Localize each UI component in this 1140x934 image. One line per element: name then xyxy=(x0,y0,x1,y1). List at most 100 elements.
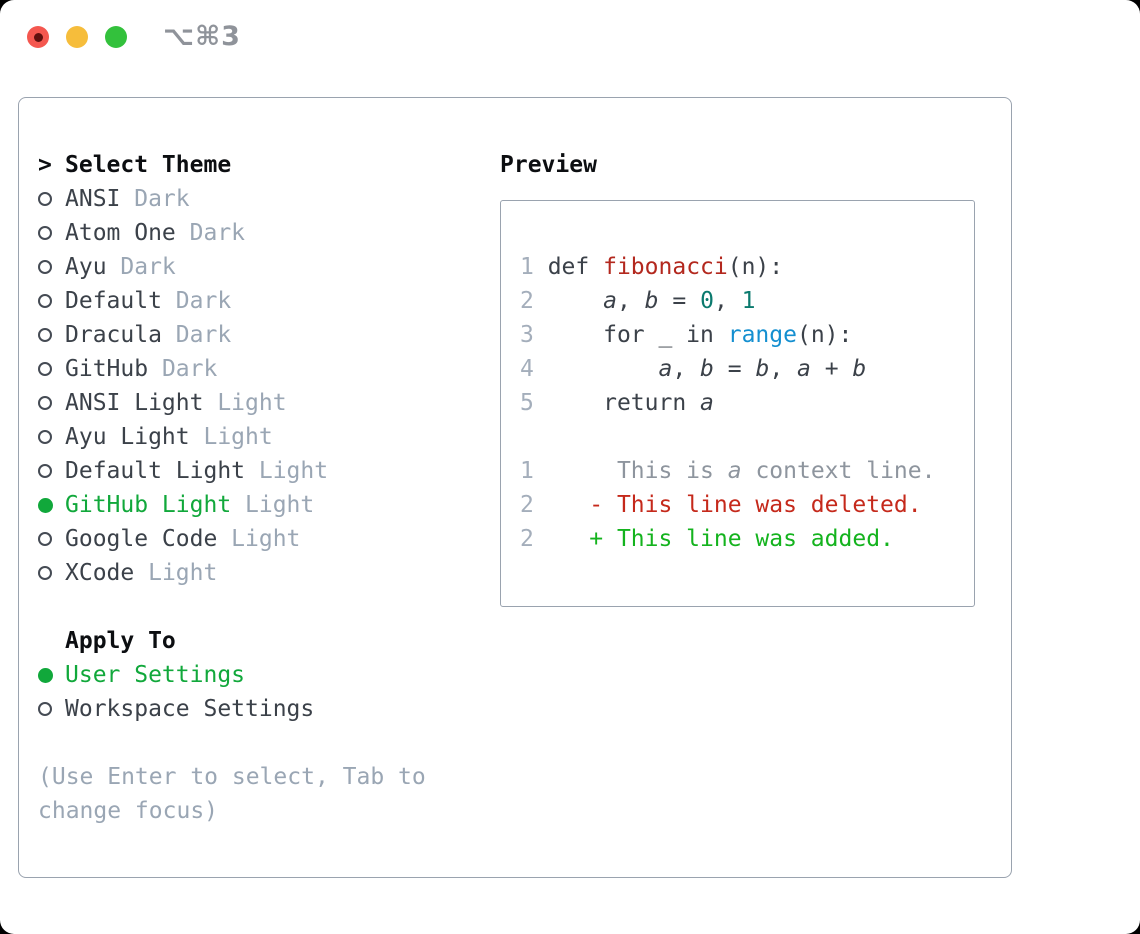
code-segment-code: + xyxy=(810,356,853,382)
line-number: 5 xyxy=(520,390,534,416)
radio-unselected-icon xyxy=(38,328,65,342)
select-theme-header: >Select Theme xyxy=(38,148,426,182)
ring-icon xyxy=(38,294,52,308)
minimize-button[interactable] xyxy=(66,26,88,48)
theme-name: GitHub Light xyxy=(65,492,232,518)
code-segment-var: a xyxy=(700,390,714,416)
theme-variant-badge: Light xyxy=(231,526,301,552)
theme-variant-badge: Light xyxy=(148,560,218,586)
code-segment-ctxi: a xyxy=(727,458,742,484)
line-number: 2 xyxy=(520,288,534,314)
theme-option[interactable]: XCode Light xyxy=(38,556,426,590)
close-button-dot-icon xyxy=(33,32,43,42)
code-segment-code: , xyxy=(616,288,645,314)
apply-option[interactable]: Workspace Settings xyxy=(38,692,426,726)
code-line xyxy=(520,420,974,454)
code-line: 2 - This line was deleted. xyxy=(520,488,974,522)
help-line: (Use Enter to select, Tab to xyxy=(38,764,426,790)
theme-name: Atom One xyxy=(65,220,176,246)
code-line: 1 def fibonacci(n): xyxy=(520,250,974,284)
code-segment-var: a xyxy=(603,288,617,314)
ring-icon xyxy=(38,362,52,376)
code-segment-code: = xyxy=(658,288,701,314)
theme-variant-badge: Light xyxy=(245,492,315,518)
ring-icon xyxy=(38,328,52,342)
apply-to-title: Apply To xyxy=(65,628,176,654)
code-line: 4 a, b = b, a + b xyxy=(520,352,974,386)
ring-icon xyxy=(38,566,52,580)
theme-name: Default xyxy=(65,288,162,314)
ring-icon xyxy=(38,430,52,444)
preview-column: Preview 1 def fibonacci(n):2 a, b = 0, 1… xyxy=(500,148,975,607)
code-segment-call: range xyxy=(727,322,797,348)
spacer xyxy=(38,590,426,624)
line-number: 4 xyxy=(520,356,534,382)
theme-option[interactable]: Default Light Light xyxy=(38,454,426,488)
code-segment-code xyxy=(534,356,659,382)
theme-variant-badge: Light xyxy=(217,390,287,416)
ring-icon xyxy=(38,702,52,716)
radio-unselected-icon xyxy=(38,260,65,274)
code-segment-code: (n): xyxy=(796,322,853,348)
code-segment-var: a xyxy=(658,356,673,382)
theme-name: GitHub xyxy=(65,356,149,382)
close-button[interactable] xyxy=(27,26,49,48)
code-segment-code: return xyxy=(533,390,701,416)
preview-header: Preview xyxy=(500,148,975,182)
code-segment-code: , xyxy=(713,288,742,314)
code-segment-del: - This line was deleted. xyxy=(533,492,922,518)
theme-name: XCode xyxy=(65,560,135,586)
radio-unselected-icon xyxy=(38,362,65,376)
code-line: 2 + This line was added. xyxy=(520,522,974,556)
radio-unselected-icon xyxy=(38,294,65,308)
apply-option[interactable]: User Settings xyxy=(38,658,426,692)
code-segment-code: , xyxy=(769,356,798,382)
theme-name: Default Light xyxy=(65,458,246,484)
code-segment-add: + This line was added. xyxy=(533,526,894,552)
spacer xyxy=(38,726,426,760)
radio-unselected-icon xyxy=(38,702,65,716)
theme-option[interactable]: ANSI Light Light xyxy=(38,386,426,420)
ring-icon xyxy=(38,532,52,546)
line-number: 1 xyxy=(520,458,534,484)
line-number: 2 xyxy=(520,526,534,552)
fullscreen-button[interactable] xyxy=(105,26,127,48)
theme-option[interactable]: GitHub Light Light xyxy=(38,488,426,522)
line-number: 1 xyxy=(520,254,534,280)
code-segment-code xyxy=(534,288,603,314)
line-number: 2 xyxy=(520,492,534,518)
ring-icon xyxy=(38,464,52,478)
radio-selected-icon xyxy=(38,497,65,513)
preview-title: Preview xyxy=(500,152,597,178)
radio-unselected-icon xyxy=(38,396,65,410)
code-segment-func: fibonacci xyxy=(603,254,728,280)
select-theme-title: Select Theme xyxy=(65,152,232,178)
theme-variant-badge: Dark xyxy=(120,254,176,280)
code-segment-ctx: context line. xyxy=(741,458,936,484)
code-segment-code: = xyxy=(713,356,756,382)
code-segment-var: b xyxy=(852,356,867,382)
code-segment-code: , xyxy=(672,356,701,382)
code-segment-var: b xyxy=(700,356,714,382)
code-line: 2 a, b = 0, 1 xyxy=(520,284,974,318)
code-segment-var: a xyxy=(797,356,811,382)
theme-variant-badge: Light xyxy=(258,458,329,484)
theme-name: ANSI Light xyxy=(65,390,204,416)
window-title: ⌥⌘3 xyxy=(163,21,241,52)
ring-icon xyxy=(38,192,52,206)
